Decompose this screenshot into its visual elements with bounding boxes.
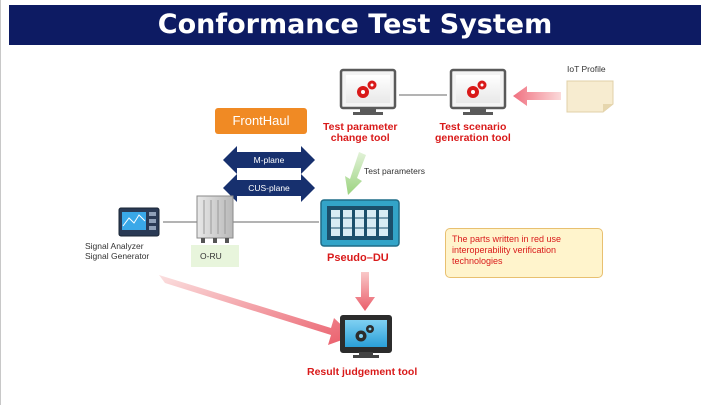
test-parameters-arrow xyxy=(345,152,366,195)
result-judgement-monitor-icon xyxy=(340,315,392,358)
du-to-result-arrow xyxy=(355,272,375,311)
fronthaul-badge: FrontHaul xyxy=(215,108,307,134)
iot-to-scenario-arrow xyxy=(513,86,561,106)
cus-plane-label: CUS-plane xyxy=(248,183,290,193)
signal-analyzer-icon xyxy=(118,207,160,237)
test-parameter-monitor-icon xyxy=(339,68,397,115)
pseudo-du-icon xyxy=(320,199,400,247)
m-plane-arrow: M-plane xyxy=(223,146,315,174)
iot-profile-label: IoT Profile xyxy=(567,64,606,74)
connector-lines xyxy=(163,94,447,223)
result-judgement-tool-label: Result judgement tool xyxy=(307,366,418,378)
note-box: The parts written in red use interoperab… xyxy=(445,228,603,278)
o-ru-icon xyxy=(191,195,239,267)
signal-to-result-arrow xyxy=(159,275,353,345)
iot-profile-document-icon xyxy=(566,80,614,113)
test-scenario-monitor-icon xyxy=(449,68,507,115)
page-title: Conformance Test System xyxy=(157,9,553,40)
m-plane-label: M-plane xyxy=(254,155,285,165)
o-ru-label: O-RU xyxy=(200,251,222,261)
pseudo-du-label: Pseudo–DU xyxy=(327,252,389,264)
test-scenario-generation-tool-label: Test scenario generation tool xyxy=(435,121,511,144)
title-bar: Conformance Test System xyxy=(9,5,701,45)
cus-plane-arrow: CUS-plane xyxy=(223,174,315,202)
test-parameters-label: Test parameters xyxy=(364,166,425,176)
signal-analyzer-label: Signal Analyzer Signal Generator xyxy=(85,241,150,261)
test-parameter-change-tool-label: Test parameter change tool xyxy=(323,121,398,144)
